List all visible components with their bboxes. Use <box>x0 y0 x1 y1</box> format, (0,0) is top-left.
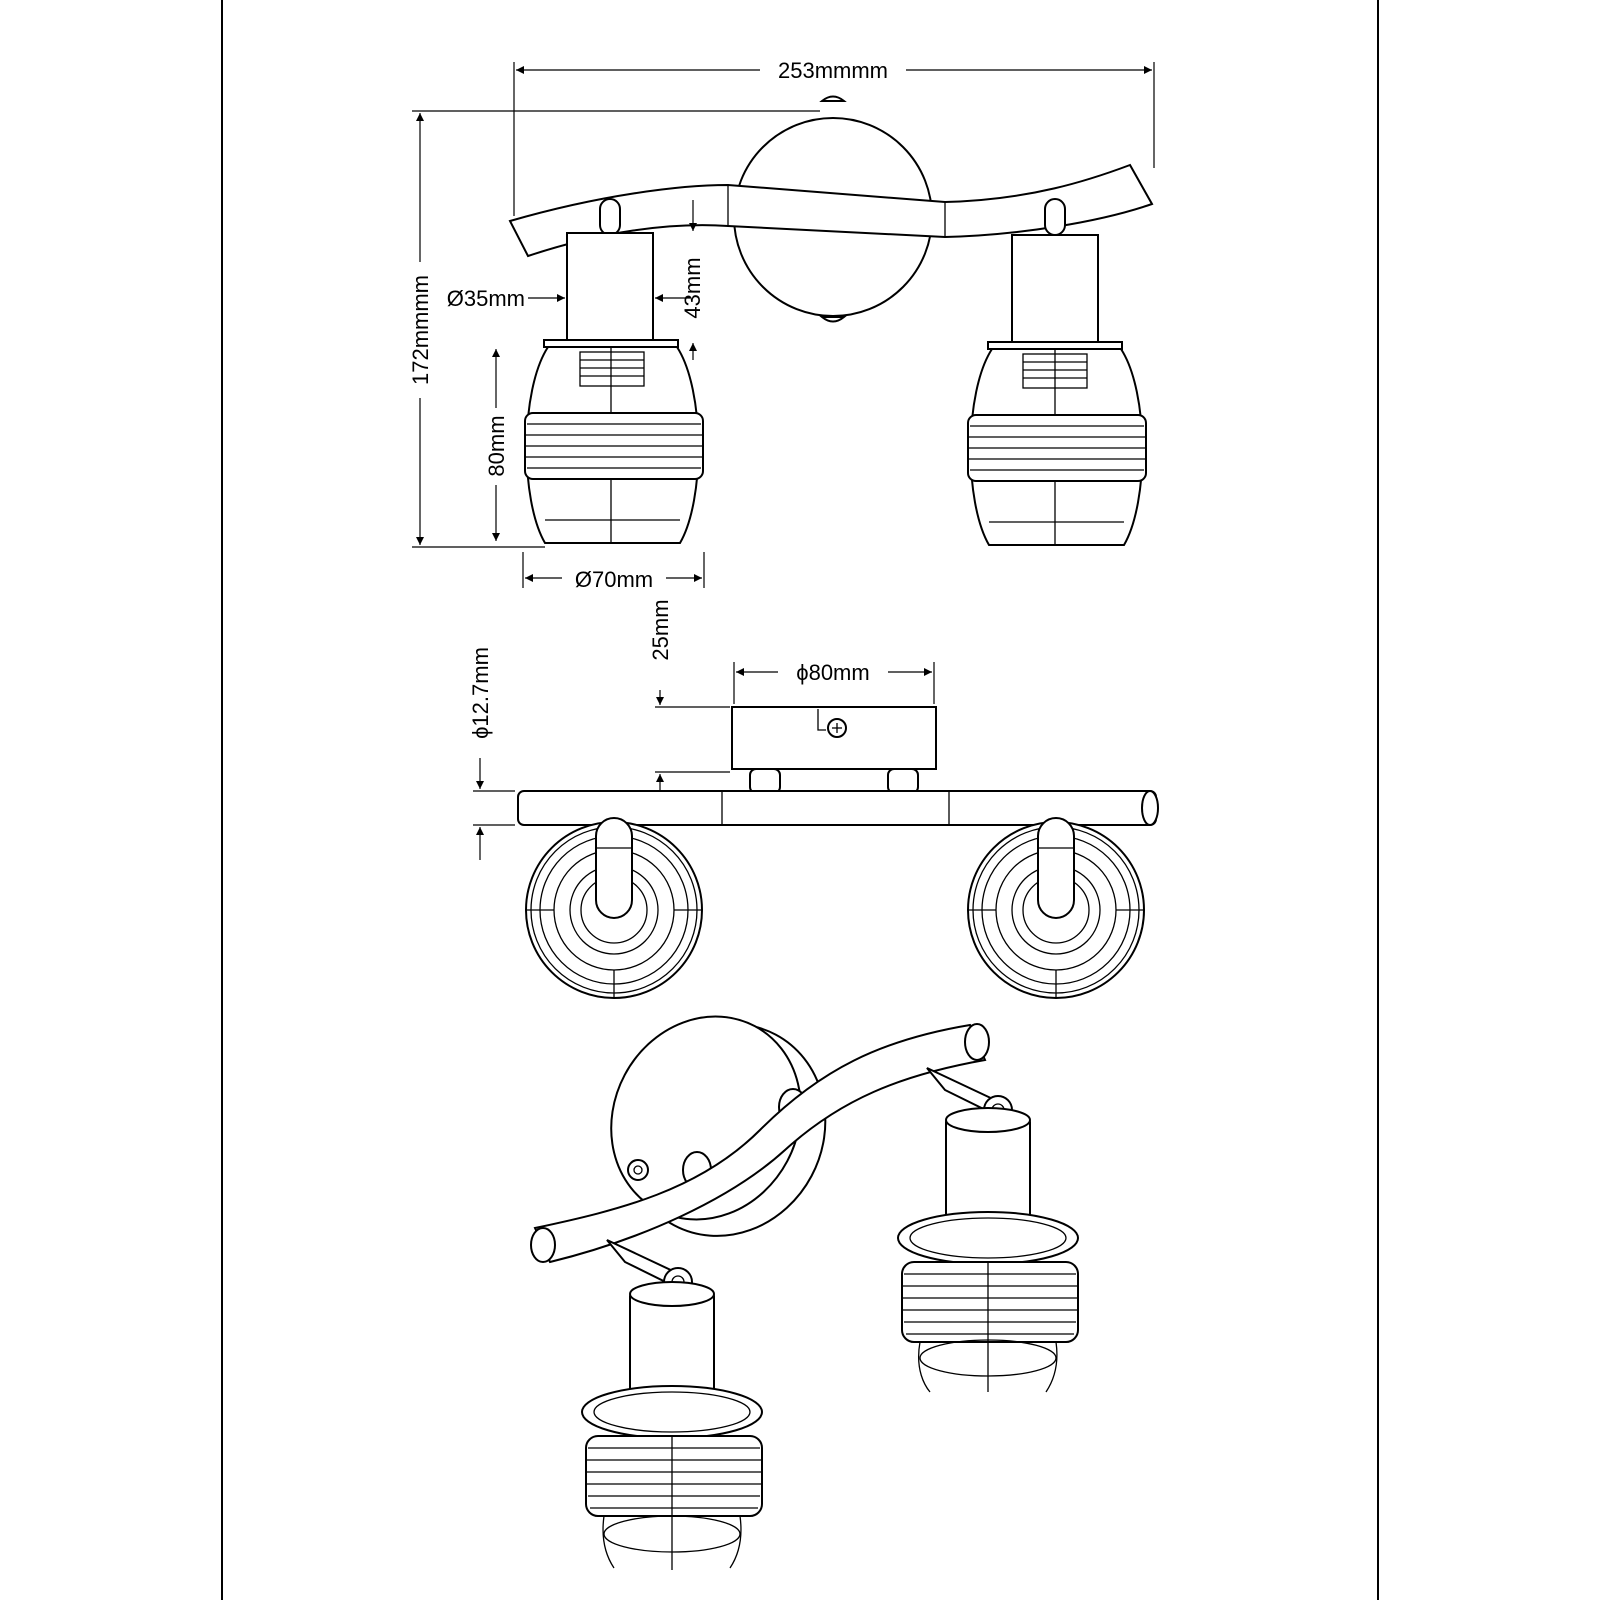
shade-height-label: 80mm <box>484 415 509 476</box>
iso-right-spot <box>897 1067 1079 1393</box>
front-plate-screw-top <box>819 95 847 102</box>
top-left-spot <box>525 817 703 999</box>
iso-plate-screw-icon <box>627 1159 649 1181</box>
front-view <box>508 95 1154 546</box>
socket-diameter-label: Ø35mm <box>447 286 525 311</box>
top-view <box>517 706 1159 999</box>
front-plate-screw-bottom <box>819 316 847 323</box>
top-base <box>731 706 937 770</box>
front-dimensions: 253mmmm 172mmmm Ø35mm 43mm 80mm Ø70mm <box>408 58 1155 592</box>
socket-height-label: 43mm <box>680 257 705 318</box>
front-right-spot <box>967 198 1147 546</box>
iso-curved-bar <box>533 1023 987 1264</box>
overall-height-label: 172mmmm <box>408 275 433 385</box>
top-dimensions: 25mm ϕ80mm ϕ12.7mm <box>468 599 935 860</box>
sheet-frame <box>221 0 1379 1600</box>
iso-left-spot <box>581 1239 763 1570</box>
isometric-view <box>530 1015 1079 1570</box>
top-right-spot <box>967 817 1145 999</box>
base-depth-label: 25mm <box>648 599 673 660</box>
front-left-spot <box>524 198 704 544</box>
shade-diameter-label: Ø70mm <box>575 567 653 592</box>
bar-diameter-label: ϕ12.7mm <box>468 647 493 739</box>
overall-width-label: 253mmmm <box>778 58 888 83</box>
base-diameter-label: ϕ80mm <box>796 660 869 685</box>
